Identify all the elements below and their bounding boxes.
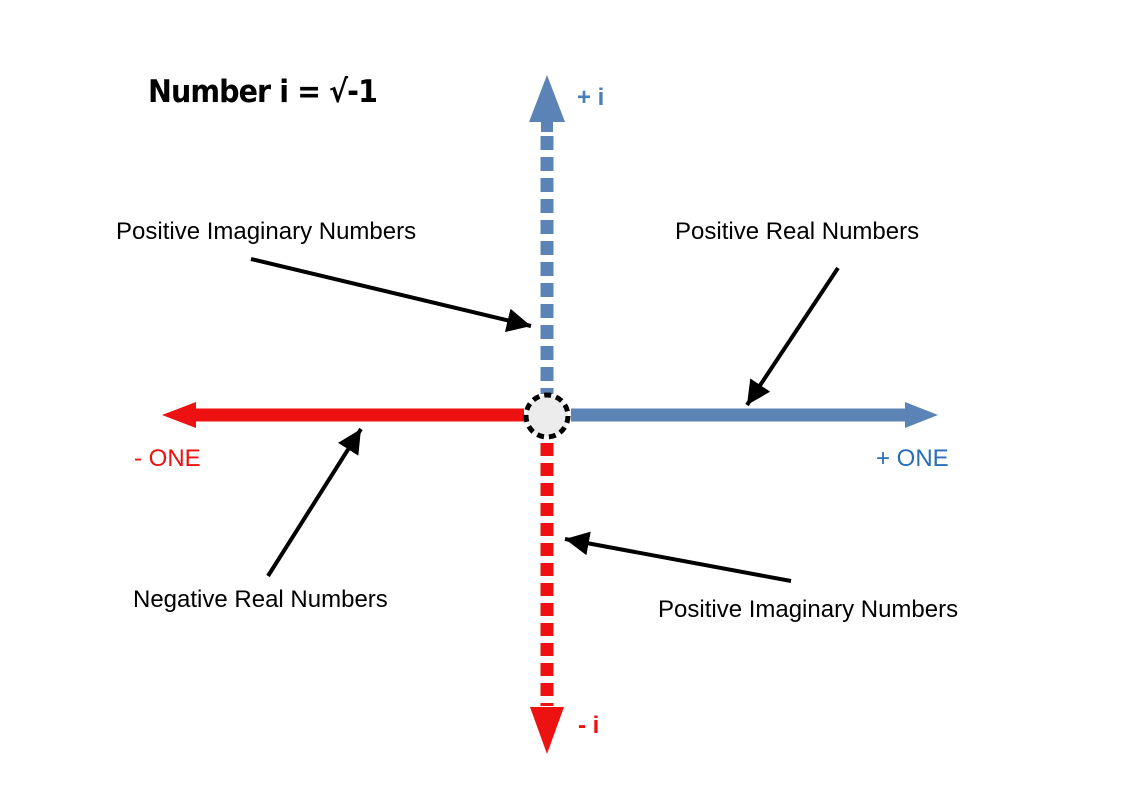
annotation-label-negative-real: Negative Real Numbers bbox=[133, 586, 388, 613]
annotation-label-positive-imaginary-bottom: Positive Imaginary Numbers bbox=[658, 596, 959, 623]
negative-real-arrowhead-icon bbox=[162, 402, 196, 428]
positive-imaginary-arrowhead-icon bbox=[529, 75, 565, 122]
axis-label-plus-i: + i bbox=[577, 84, 605, 111]
annotation-arrow-bottom-right bbox=[564, 531, 792, 583]
axis-label-minus-one: - ONE bbox=[134, 445, 201, 472]
annotation-label-positive-imaginary-top: Positive Imaginary Numbers bbox=[116, 218, 417, 245]
axis-label-plus-one: + ONE bbox=[876, 445, 949, 472]
annotation-label-positive-real: Positive Real Numbers bbox=[675, 218, 920, 245]
axis-label-minus-i: - i bbox=[578, 712, 600, 739]
negative-imaginary-arrowhead-icon bbox=[530, 707, 564, 754]
annotation-arrow-top-right bbox=[745, 266, 840, 407]
origin-circle bbox=[523, 392, 571, 440]
diagram-title: Number i = √-1 bbox=[148, 74, 378, 110]
annotation-arrow-bottom-left bbox=[266, 427, 363, 578]
annotation-arrow-top-left bbox=[250, 257, 532, 333]
positive-real-arrowhead-icon bbox=[905, 402, 938, 428]
